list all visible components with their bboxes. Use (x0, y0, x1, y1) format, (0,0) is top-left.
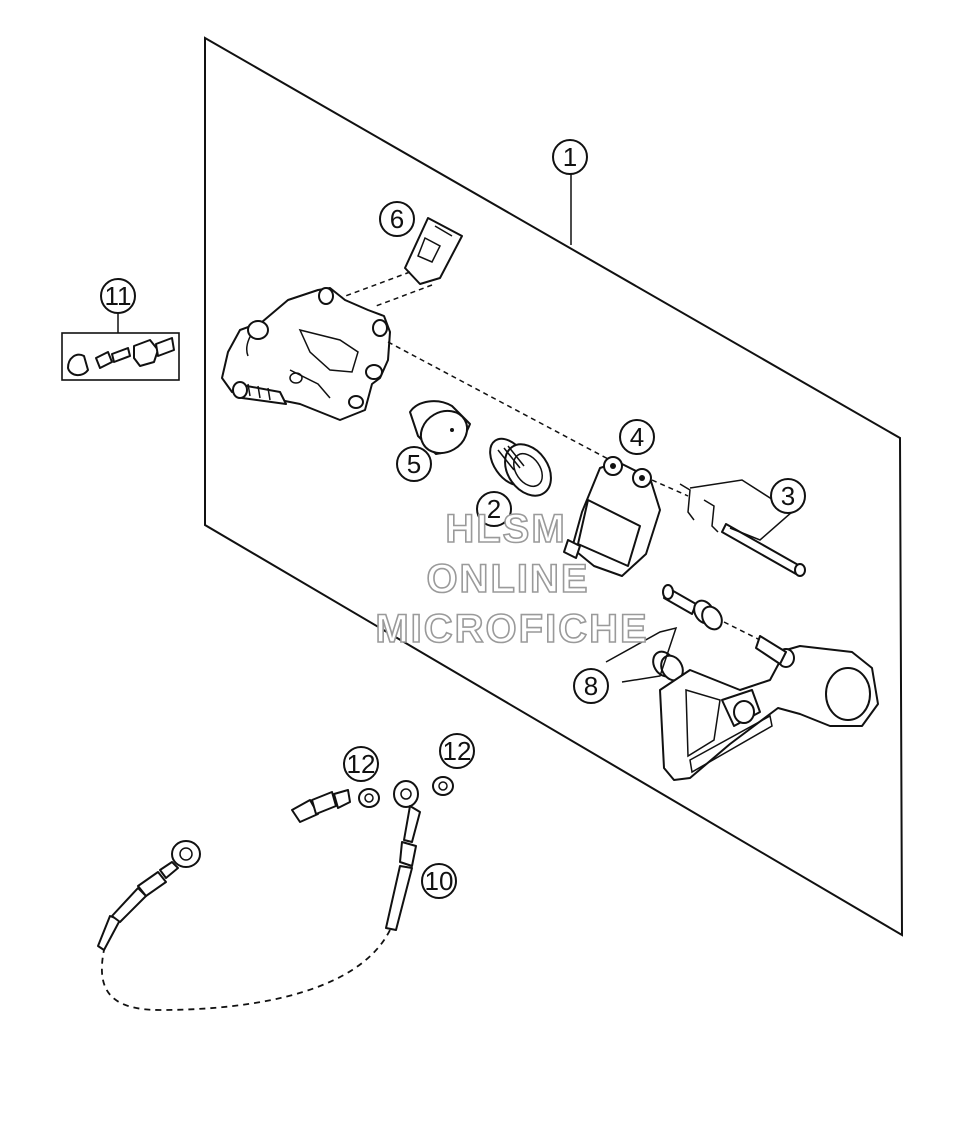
svg-text:HLSM: HLSM (445, 507, 566, 551)
svg-text:12: 12 (347, 749, 376, 779)
leader-6b (375, 284, 433, 307)
svg-text:5: 5 (407, 449, 421, 479)
svg-text:11: 11 (105, 281, 132, 311)
callout-11: 11 (100, 278, 136, 314)
bleeder-set-box (61, 332, 180, 381)
brake-hose-part (97, 780, 421, 1011)
piston-seal-part (489, 437, 552, 497)
banjo-bolt-part (291, 789, 351, 823)
leader-pin-pad (651, 479, 689, 497)
callout-3: 3 (770, 478, 806, 514)
svg-text:ONLINE: ONLINE (426, 557, 589, 601)
brake-pad-part (563, 456, 661, 577)
caliper-bracket-part (659, 635, 879, 781)
svg-text:12: 12 (443, 736, 472, 766)
washer-part (358, 788, 380, 808)
bleeder-set-part (67, 337, 175, 376)
svg-text:8: 8 (584, 671, 598, 701)
callout-1: 1 (552, 139, 588, 175)
caliper-body-part (221, 287, 391, 421)
svg-text:3: 3 (781, 481, 795, 511)
callout-2: 2 (476, 491, 512, 527)
svg-text:10: 10 (425, 866, 454, 896)
svg-text:MICROFICHE: MICROFICHE (375, 607, 648, 651)
callout-10: 10 (421, 863, 457, 899)
pad-pin-part (679, 483, 806, 577)
callout-5: 5 (396, 446, 432, 482)
piston-part (409, 400, 471, 455)
bracket-pin-part (652, 584, 723, 682)
callout-6: 6 (379, 201, 415, 237)
washer-part (432, 776, 454, 796)
svg-text:2: 2 (487, 494, 501, 524)
callout-8: 8 (573, 668, 609, 704)
callout-12-left: 12 (343, 746, 379, 782)
assembly-panel (204, 36, 904, 937)
leader-6 (339, 271, 411, 299)
callout-12-right: 12 (439, 733, 475, 769)
svg-text:1: 1 (563, 142, 577, 172)
callout-4: 4 (619, 419, 655, 455)
watermark: HLSM ONLINE MICROFICHE (375, 506, 648, 652)
washer-part (438, 781, 448, 791)
leader-bracket-pin (723, 621, 761, 641)
svg-text:6: 6 (390, 204, 404, 234)
leader-caliper-pin (387, 341, 611, 461)
pad-spring-part (404, 217, 463, 285)
washer-part (364, 793, 374, 803)
svg-text:4: 4 (630, 422, 644, 452)
leader-8 (605, 626, 678, 683)
